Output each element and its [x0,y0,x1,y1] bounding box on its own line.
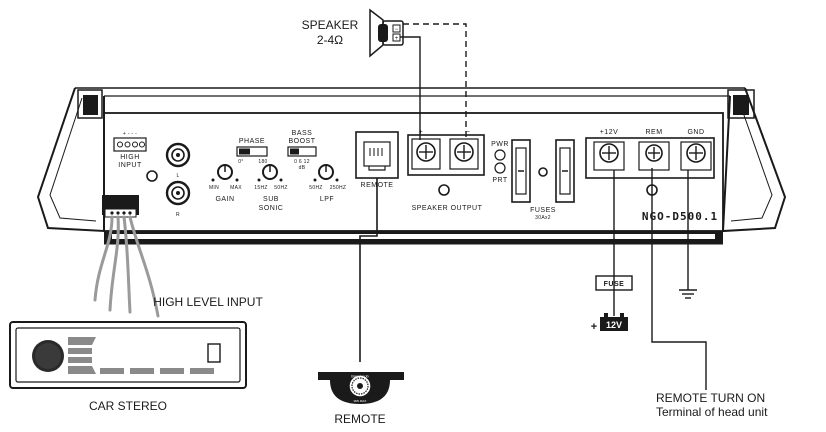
gain-max-label: MAX [230,185,242,191]
power-terminal-block [585,137,715,179]
battery-label: 12V [606,320,622,330]
subsonic-right-label: 50HZ [274,185,287,191]
remote-knob-brand: Bassknob [351,374,369,379]
rca-r-label: R [176,212,180,218]
battery-plus-label: + [591,321,597,333]
inline-fuse-label: FUSE [604,281,625,288]
high-input-plug [102,195,139,218]
high-input-pins-label: + - - - [123,131,137,137]
car-stereo-icon [9,321,247,389]
rca-input-l [165,142,191,168]
rca-input-r [165,180,191,206]
fuse-screw [538,167,548,177]
remote-knob-label: REMOTE [334,412,385,426]
subsonic-label-1: SUB [263,196,279,203]
prt-led-icon [494,162,506,174]
prt-label: PRT [492,177,508,184]
lpf-right-label: 250HZ [330,185,347,191]
high-level-input-wires [93,215,160,318]
subsonic-label-2: SONIC [259,205,284,212]
remote-port [355,131,399,179]
term-rem-label: REM [645,129,662,136]
bass-boost-label-2: BOOST [288,138,315,145]
gain-knob[interactable] [217,164,233,180]
inline-fuse-icon [595,275,633,291]
fuses-rating-label: 30Ax2 [535,215,551,221]
speaker-impedance-label: 2-4Ω [317,33,343,47]
lpf-knob[interactable] [318,164,334,180]
phase-left-label: 0° [238,159,243,165]
svg-text:+: + [395,36,399,42]
pwr-led-icon [494,149,506,161]
term-12v-label: +12V [600,129,619,136]
phase-label: PHASE [239,138,265,145]
battery-icon [600,313,628,331]
speaker-wire-positive [400,36,421,140]
high-input-connector [113,137,147,152]
gain-min-label: MIN [209,185,219,191]
phase-right-label: 180 [258,159,267,165]
high-input-label-1: HIGH [120,154,140,161]
speaker-output-label: SPEAKER OUTPUT [412,205,483,212]
pwr-label: PWR [491,141,509,148]
high-input-label-2: INPUT [118,162,142,169]
speaker-output-screw [438,184,450,196]
bass-boost-switch[interactable] [287,146,317,157]
remote-turn-on-wire [651,168,707,390]
speaker-output-terminal [407,134,485,176]
speaker-wire-negative [403,23,467,140]
remote-cable [359,178,378,362]
phase-switch[interactable] [236,146,268,157]
panel-screw-left [146,170,158,182]
amplifier-body [36,87,787,245]
terminal-head-unit-label: Terminal of head unit [656,405,768,419]
subsonic-left-label: 15HZ [254,185,267,191]
fuses-label: FUSES [530,207,556,214]
lpf-left-label: 50HZ [309,185,322,191]
speaker-label: SPEAKER [302,18,359,32]
lpf-label: LPF [320,196,334,203]
ground-icon [679,289,697,299]
model-label: NGO-D500.1 [642,210,718,223]
remote-turn-on-label: REMOTE TURN ON [656,391,765,405]
bass-boost-scale: 0 6 12 [294,159,310,165]
gain-label: GAIN [215,196,234,203]
svg-text:−: − [395,27,399,33]
speaker-terminal-minus: − [466,129,471,136]
bass-boost-unit: dB [299,165,306,171]
remote-knob-icon[interactable] [318,372,404,404]
high-level-input-label: HIGH LEVEL INPUT [153,295,263,309]
rca-l-label: L [176,173,179,179]
car-stereo-label: CAR STEREO [89,399,167,413]
speaker-icon: − + [369,8,404,58]
remote-knob-minmax: MIN MAX [354,399,367,403]
fuse-right-icon [555,139,575,203]
bass-boost-label-1: BASS [292,130,313,137]
term-gnd-label: GND [687,129,704,136]
subsonic-knob[interactable] [262,164,278,180]
fuse-left-icon [511,139,531,203]
speaker-terminal-plus: + [419,129,424,136]
